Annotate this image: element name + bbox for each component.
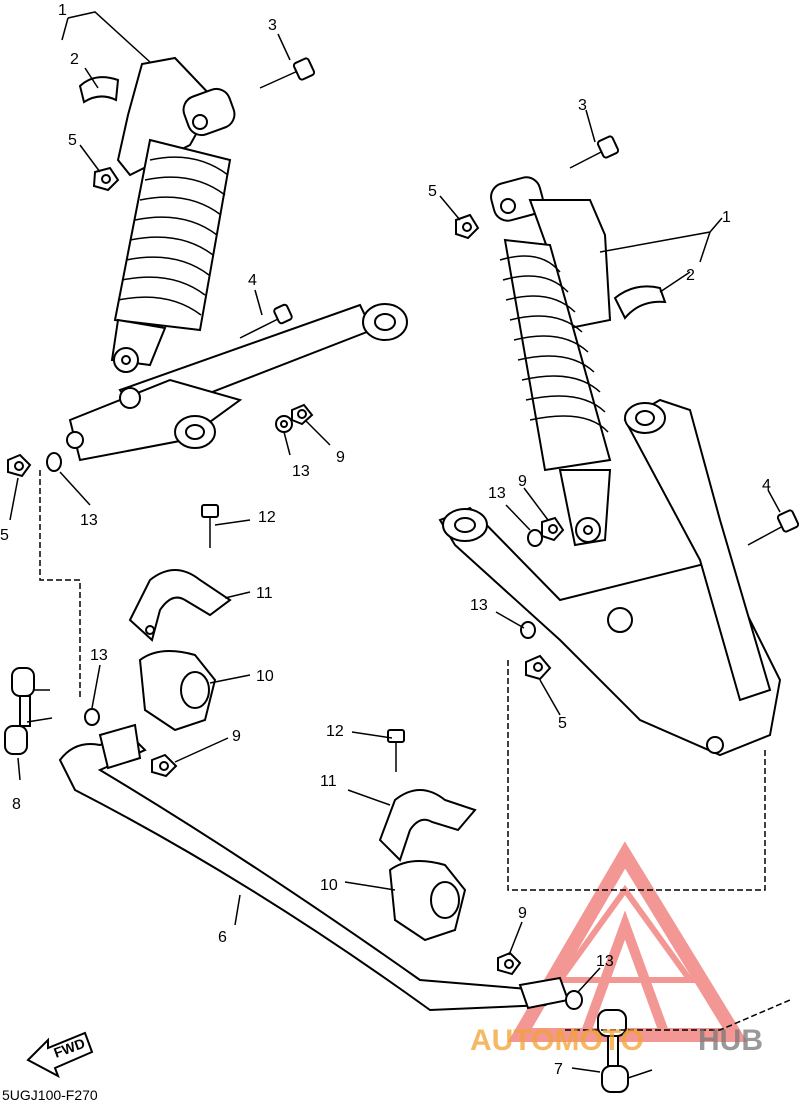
callout-5: 5 xyxy=(0,527,9,544)
callout-11: 11 xyxy=(256,585,273,602)
callout-13: 13 xyxy=(470,597,488,614)
fwd-arrow-icon: FWD xyxy=(26,1031,94,1079)
callout-9: 9 xyxy=(518,473,527,490)
callout-6: 6 xyxy=(218,929,227,946)
watermark-text-a: AUTOMOTO xyxy=(470,1024,644,1057)
bolt-4-right xyxy=(747,509,800,546)
callout-9: 9 xyxy=(336,449,345,466)
link-rod-8 xyxy=(4,667,53,755)
callout-13: 13 xyxy=(80,512,98,529)
bushing-10-left xyxy=(138,650,217,732)
callout-12: 12 xyxy=(326,723,344,740)
bolt-3-left xyxy=(259,57,316,89)
bracket-11-left xyxy=(128,569,232,642)
callout-2: 2 xyxy=(686,267,695,284)
washer-13-lower-left xyxy=(46,452,62,472)
callout-13: 13 xyxy=(90,647,108,664)
callout-3: 3 xyxy=(268,17,277,34)
nut-5-right-arm xyxy=(525,654,552,681)
stabilizer-bar-6 xyxy=(58,723,570,1012)
nut-5-top-right xyxy=(455,213,480,240)
callout-1: 1 xyxy=(722,209,731,226)
callout-9: 9 xyxy=(518,905,527,922)
bolt-4-left xyxy=(239,303,293,339)
callout-10: 10 xyxy=(256,668,274,685)
callout-5: 5 xyxy=(428,183,437,200)
nut-5-top-left xyxy=(92,166,120,192)
washer-13-right-arm xyxy=(520,621,536,639)
right-shock-absorber xyxy=(490,176,667,547)
nut-9-left-arm xyxy=(291,403,314,426)
callout-8: 8 xyxy=(12,796,21,813)
callout-13: 13 xyxy=(292,463,310,480)
callout-4: 4 xyxy=(248,272,257,289)
watermark-text: AUTOMOTO HUB xyxy=(470,1024,763,1057)
callout-2: 2 xyxy=(70,51,79,68)
bracket-11-right xyxy=(378,789,477,862)
nut-9-bar-right xyxy=(497,951,522,976)
callout-labels: 1 2 3 5 4 13 9 5 13 12 11 10 13 9 8 3 5 … xyxy=(0,2,771,1078)
washer-13-link xyxy=(84,708,100,726)
bushing-10-right xyxy=(388,860,467,942)
callout-13: 13 xyxy=(596,953,614,970)
bolt-12-left xyxy=(201,504,219,548)
dashed-guide-lines xyxy=(39,470,791,1031)
left-shock-absorber xyxy=(78,56,236,373)
callout-12: 12 xyxy=(258,509,276,526)
callout-4: 4 xyxy=(762,477,771,494)
left-a-arm xyxy=(66,303,408,462)
watermark-text-b: HUB xyxy=(698,1024,763,1057)
nut-9-bar-left xyxy=(151,753,178,778)
callout-13: 13 xyxy=(488,485,506,502)
leader-lines xyxy=(9,11,781,1073)
washer-13-bar-right xyxy=(565,990,583,1010)
callout-5: 5 xyxy=(68,132,77,149)
nut-9-right-shock xyxy=(541,516,565,542)
callout-9: 9 xyxy=(232,728,241,745)
callout-10: 10 xyxy=(320,877,338,894)
callout-7: 7 xyxy=(554,1061,563,1078)
callout-3: 3 xyxy=(578,97,587,114)
callout-11: 11 xyxy=(320,773,337,790)
right-a-arm xyxy=(438,398,782,757)
watermark-logo xyxy=(507,841,748,1042)
washer-13-right-shock xyxy=(527,529,543,547)
nut-5-lower-left xyxy=(7,453,32,478)
callout-1: 1 xyxy=(58,2,67,19)
diagram-code: 5UGJ100-F270 xyxy=(2,1087,98,1103)
callout-5: 5 xyxy=(558,715,567,732)
bolt-12-right xyxy=(387,729,405,772)
bolt-3-right xyxy=(569,135,620,169)
